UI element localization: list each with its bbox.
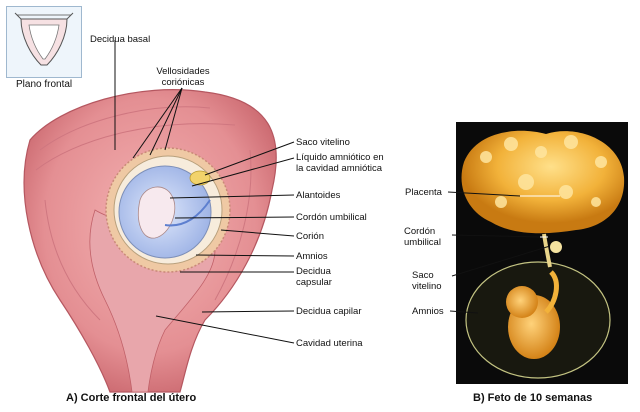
label-liquido-2: la cavidad amniótica	[296, 163, 383, 174]
label-cordon-a: Cordón umbilical	[296, 212, 367, 223]
label-amnios-a: Amnios	[296, 251, 328, 262]
label-decidua-basal: Decidua basal	[90, 34, 151, 45]
uterus-outline-icon	[14, 12, 74, 66]
label-decidua-capsular-2: capsular	[296, 277, 332, 288]
label-saco-vitelino-b-1: Saco	[412, 270, 434, 281]
label-alantoides: Alantoides	[296, 190, 341, 201]
label-decidua-capilar: Decidua capilar	[296, 306, 362, 317]
frontal-plane-inset	[6, 6, 82, 78]
label-vellosidades-1: Vellosidades	[156, 66, 210, 77]
caption-b: B) Feto de 10 semanas	[473, 392, 593, 404]
label-cavidad-uterina: Cavidad uterina	[296, 338, 363, 349]
label-placenta: Placenta	[405, 187, 442, 198]
label-decidua-capsular-1: Decidua	[296, 266, 331, 277]
label-cordon-b-2: umbilical	[404, 237, 441, 248]
label-saco-vitelino-a: Saco vitelino	[296, 137, 350, 148]
caption-a: A) Corte frontal del útero	[66, 392, 197, 404]
label-vellosidades-2: coriónicas	[161, 77, 205, 88]
label-liquido-1: Líquido amniótico en	[296, 152, 384, 163]
label-saco-vitelino-b-2: vitelino	[412, 281, 442, 292]
label-amnios-b: Amnios	[412, 306, 444, 317]
inset-caption: Plano frontal	[16, 79, 73, 90]
label-corion: Corión	[296, 231, 324, 242]
label-cordon-b-1: Cordón	[404, 226, 436, 237]
fetus-photo	[456, 122, 628, 384]
